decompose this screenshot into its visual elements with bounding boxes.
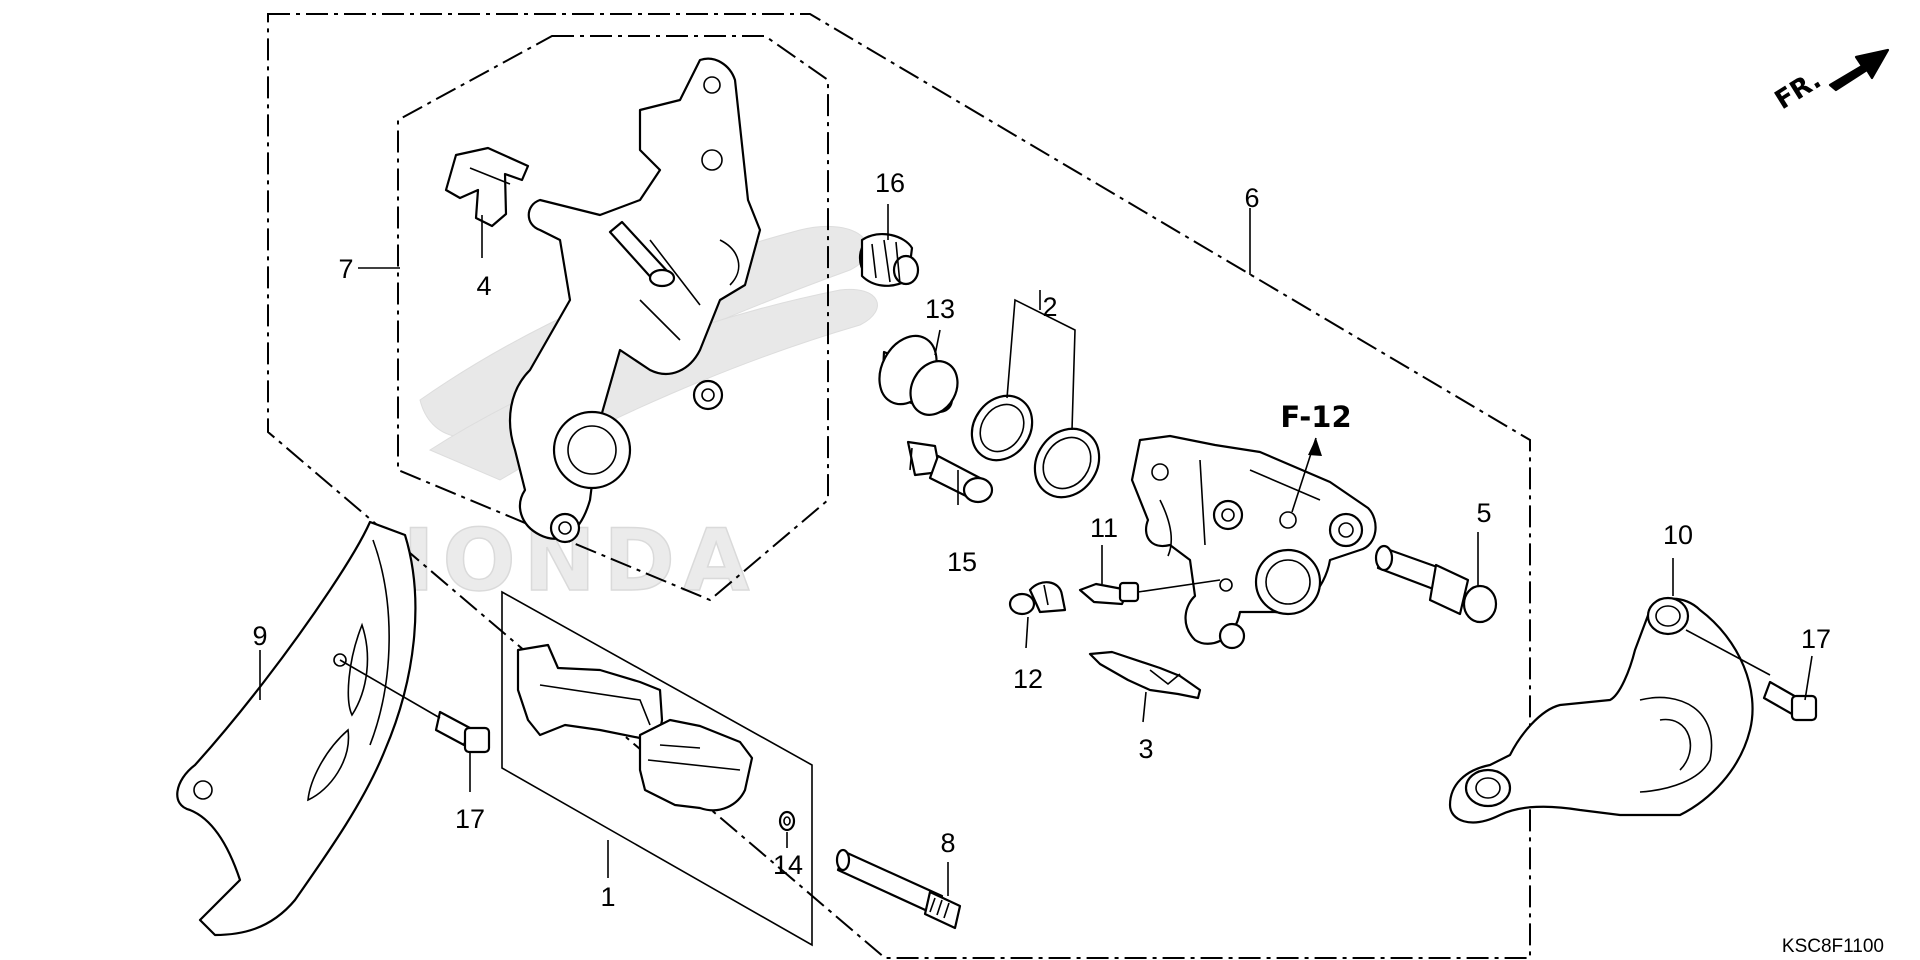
callout-7: 7 (338, 254, 353, 284)
flange-bolt-right-part (1762, 680, 1818, 722)
piston-seal-set-part (970, 298, 1101, 499)
pad-pin-part (835, 848, 962, 930)
washer-part (778, 810, 796, 832)
front-arrow-icon (1828, 48, 1890, 92)
reference-f12: F-12 (1280, 400, 1352, 513)
callout-8: 8 (940, 828, 955, 858)
callout-3: 3 (1138, 734, 1153, 764)
bleeder-screw-part (1078, 579, 1221, 606)
callout-9: 9 (252, 621, 267, 651)
callout-4: 4 (476, 271, 491, 301)
callout-15: 15 (947, 547, 977, 577)
callout-1: 1 (600, 882, 615, 912)
callout-17-right: 17 (1801, 624, 1831, 654)
brake-pad-set-part (516, 643, 754, 812)
callout-10: 10 (1663, 520, 1693, 550)
caliper-body-part (1130, 434, 1377, 650)
caliper-piston-part (878, 334, 959, 416)
caliper-guard-part (1448, 596, 1771, 824)
caliper-assembly-boundary (267, 13, 1531, 959)
callout-13: 13 (925, 294, 955, 324)
callout-6: 6 (1244, 183, 1259, 213)
reference-arrowhead-icon (1308, 438, 1322, 456)
callout-12: 12 (1013, 664, 1043, 694)
flange-bolt-left-part (339, 659, 491, 754)
front-direction-label: FR. (1770, 65, 1827, 116)
disc-guard-part (176, 520, 417, 937)
front-direction-indicator: FR. (1770, 48, 1890, 116)
brake-pad-set-boundary (501, 590, 813, 947)
callout-2: 2 (1042, 292, 1057, 322)
reference-label: F-12 (1280, 400, 1351, 434)
pin-boot-part (858, 232, 920, 287)
bleeder-cap-part (1008, 581, 1067, 616)
caliper-pin-part (1374, 544, 1498, 624)
callout-labels: 1 2 3 4 5 6 7 8 9 10 11 12 13 14 15 16 1… (252, 168, 1831, 912)
caliper-bracket-part (508, 57, 762, 544)
bracket-assembly-boundary (397, 35, 829, 602)
callout-5: 5 (1476, 498, 1491, 528)
pad-retainer-part (1088, 650, 1202, 700)
callout-11: 11 (1090, 513, 1118, 543)
pin-bolt-part (906, 440, 994, 504)
pad-spring-part (444, 146, 530, 228)
callout-17-left: 17 (455, 804, 485, 834)
drawing-code: KSC8F1100 (1782, 936, 1884, 957)
callout-leaders (259, 204, 1813, 896)
callout-16: 16 (875, 168, 905, 198)
callout-14: 14 (773, 850, 803, 880)
